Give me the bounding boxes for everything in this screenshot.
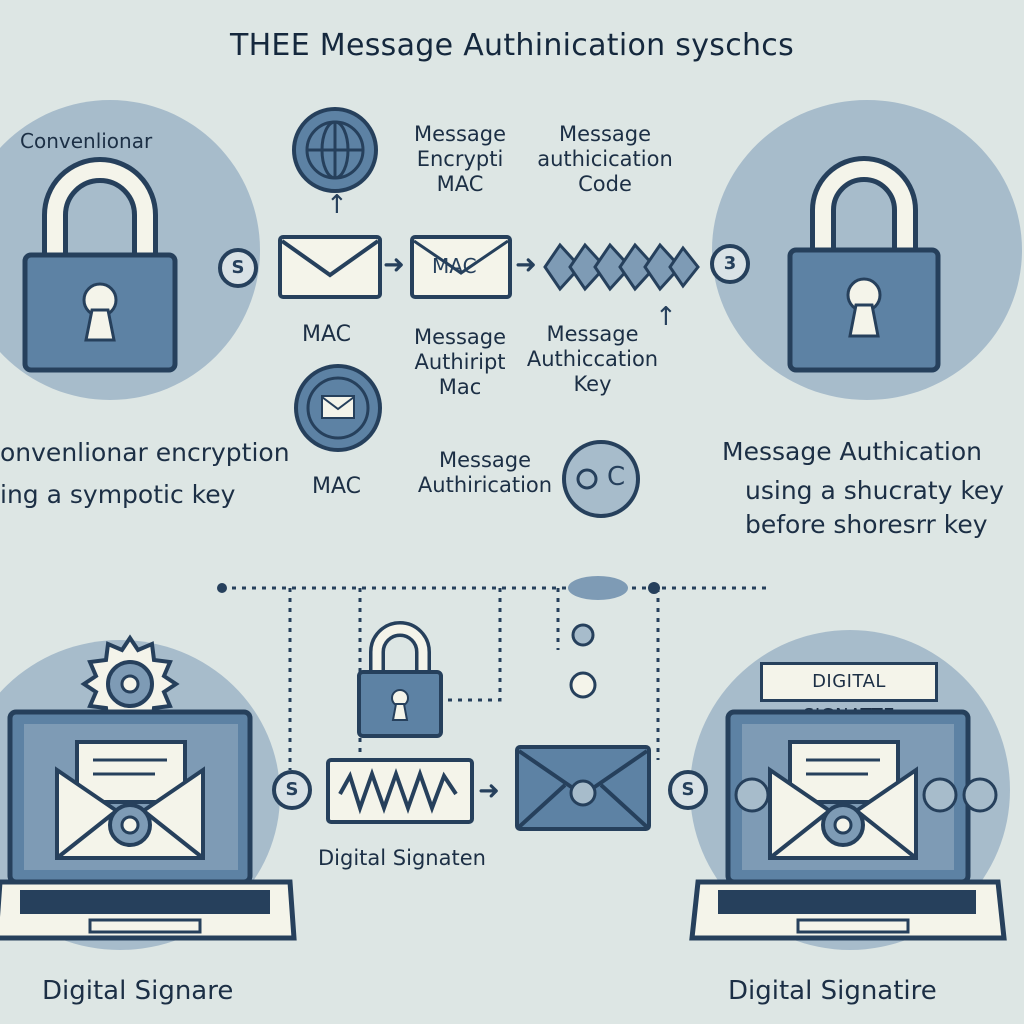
envelope-icon bbox=[278, 235, 382, 299]
coin-icon bbox=[562, 440, 640, 518]
envelope-mac-text: MAC bbox=[432, 254, 477, 278]
envelope-icon bbox=[55, 740, 205, 860]
side-dots-icon bbox=[734, 777, 998, 813]
arrow-up-icon: ↑ bbox=[655, 302, 677, 332]
label-message-encryption: Message Encrypti MAC bbox=[413, 122, 507, 196]
coin-text: C bbox=[607, 462, 626, 492]
chain-icon bbox=[543, 242, 700, 292]
label-mac-left: MAC bbox=[302, 322, 352, 347]
label-message-authentication-key: Message Authiccation Key bbox=[526, 322, 659, 396]
page-title: THEE Message Authinication syschcs bbox=[229, 28, 795, 63]
envelope-icon bbox=[768, 740, 918, 860]
arrow-up-icon: ↑ bbox=[326, 190, 348, 220]
step-badge-left: S bbox=[218, 248, 258, 288]
top-left-heading: Convenlionar bbox=[20, 129, 153, 153]
arrow-right-icon: ➜ bbox=[383, 250, 405, 280]
padlock-icon bbox=[22, 157, 178, 373]
padlock-icon bbox=[787, 156, 941, 373]
bottom-left-caption: Digital Signare bbox=[42, 976, 234, 1006]
signature-wave-box bbox=[326, 758, 474, 824]
top-right-caption-line3: before shoresrr key bbox=[745, 510, 988, 539]
globe-icon bbox=[292, 107, 378, 193]
top-right-caption-line1: Message Authication bbox=[722, 437, 983, 466]
padlock-icon bbox=[357, 621, 443, 738]
label-message-authentication: Message Authirication bbox=[417, 448, 553, 497]
label-mac-lower: MAC bbox=[312, 474, 362, 499]
step-badge-bottom-left: S bbox=[272, 770, 312, 810]
arrow-right-icon: ➜ bbox=[478, 776, 500, 806]
bottom-center-caption: Digital Signaten bbox=[318, 846, 486, 870]
step-badge-right: 3 bbox=[710, 244, 750, 284]
top-left-caption-line1: onvenlionar encryption bbox=[0, 438, 290, 467]
step-badge-bottom-right: S bbox=[668, 770, 708, 810]
bottom-right-caption: Digital Signatire bbox=[728, 976, 937, 1006]
top-left-caption-line2: ing a sympotic key bbox=[0, 480, 236, 509]
envelope-icon bbox=[515, 745, 651, 831]
mac-envelope-icon bbox=[410, 235, 512, 299]
digital-signature-sign: DIGITAL SIGNATTE bbox=[760, 662, 938, 726]
globe-envelope-icon bbox=[294, 364, 382, 452]
top-right-caption-line2: using a shucraty key bbox=[745, 476, 1005, 505]
arrow-right-icon: ➜ bbox=[515, 250, 537, 280]
key-icon bbox=[568, 576, 660, 699]
label-message-authiript: Message Authiript Mac bbox=[413, 325, 507, 399]
label-message-authentication-code: Message authicication Code bbox=[537, 122, 673, 196]
